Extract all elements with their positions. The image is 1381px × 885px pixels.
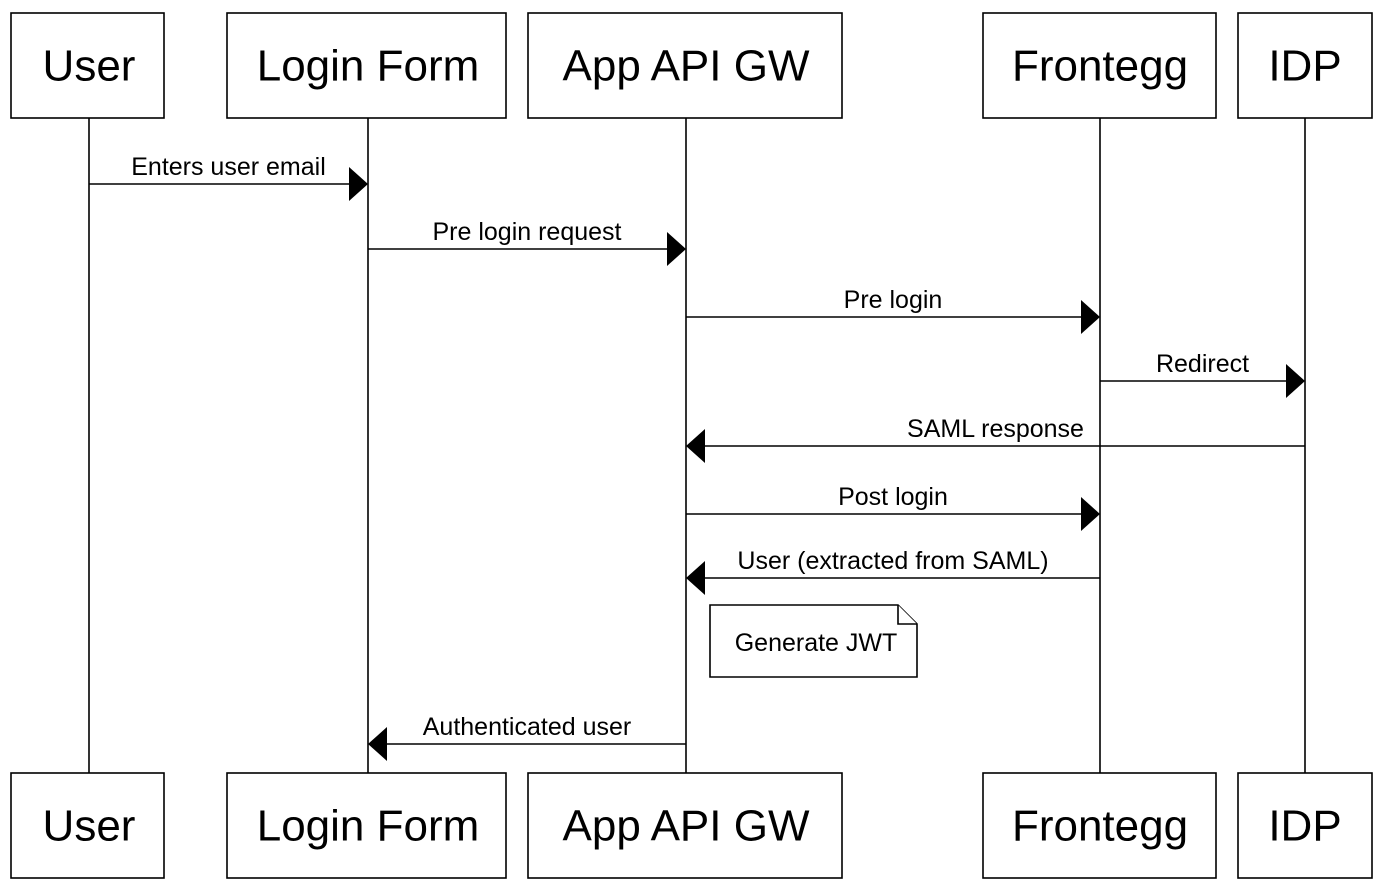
note-label: Generate JWT <box>735 629 898 657</box>
message-label: SAML response <box>907 415 1084 443</box>
message-arrow: Post login <box>686 483 1100 531</box>
participant-frontegg-top: Frontegg <box>982 12 1217 119</box>
participant-box-shape <box>982 772 1217 879</box>
participant-box-shape <box>10 772 165 879</box>
participant-user-top: User <box>10 12 165 119</box>
message-label: Pre login request <box>432 218 621 246</box>
message-arrow: Pre login request <box>368 218 686 266</box>
message-label: User (extracted from SAML) <box>737 547 1048 575</box>
participant-box-shape <box>1237 12 1373 119</box>
participant-label: App API GW <box>563 802 810 851</box>
message-arrow: Redirect <box>1100 350 1305 398</box>
message-arrow: Pre login <box>686 286 1100 334</box>
participant-box-shape <box>527 772 843 879</box>
participant-box-shape <box>1237 772 1373 879</box>
note-shape <box>709 604 918 678</box>
arrowhead-icon <box>349 167 368 201</box>
note-fold <box>897 605 917 625</box>
note: Generate JWT <box>709 604 918 678</box>
message-label: Post login <box>838 483 948 511</box>
arrowhead-icon <box>686 429 705 463</box>
participant-login-form-bottom: Login Form <box>226 772 507 879</box>
participant-app-api-gw-bottom: App API GW <box>527 772 843 879</box>
arrowhead-icon <box>667 232 686 266</box>
participant-frontegg-bottom: Frontegg <box>982 772 1217 879</box>
participant-label: IDP <box>1268 802 1341 851</box>
participant-label: App API GW <box>563 42 810 91</box>
participants-bottom: User Login Form App API GW Frontegg IDP <box>10 772 1373 879</box>
message-label: Authenticated user <box>423 713 631 741</box>
participant-label: IDP <box>1268 42 1341 91</box>
participant-idp-top: IDP <box>1237 12 1373 119</box>
arrowhead-icon <box>1081 497 1100 531</box>
message-arrow: Enters user email <box>89 153 368 201</box>
participant-box-shape <box>527 12 843 119</box>
participant-box-shape <box>982 12 1217 119</box>
participant-label: Login Form <box>257 802 480 851</box>
participant-label: User <box>43 802 136 851</box>
participant-box-shape <box>226 12 507 119</box>
participant-user-bottom: User <box>10 772 165 879</box>
message-arrow: User (extracted from SAML) <box>686 547 1100 595</box>
message-label: Enters user email <box>131 153 326 181</box>
message-label: Redirect <box>1156 350 1249 378</box>
arrowhead-icon <box>1081 300 1100 334</box>
participant-box-shape <box>226 772 507 879</box>
message-arrow: SAML response <box>686 415 1305 463</box>
participants-top: User Login Form App API GW Frontegg IDP <box>10 12 1373 119</box>
participant-label: Login Form <box>257 42 480 91</box>
participant-app-api-gw-top: App API GW <box>527 12 843 119</box>
participant-label: Frontegg <box>1012 42 1188 91</box>
participant-login-form-top: Login Form <box>226 12 507 119</box>
message-arrow: Authenticated user <box>368 713 686 761</box>
arrowhead-icon <box>686 561 705 595</box>
arrowhead-icon <box>1286 364 1305 398</box>
participant-label: Frontegg <box>1012 802 1188 851</box>
participant-box-shape <box>10 12 165 119</box>
participant-idp-bottom: IDP <box>1237 772 1373 879</box>
message-label: Pre login <box>844 286 943 314</box>
arrowhead-icon <box>368 727 387 761</box>
participant-label: User <box>43 42 136 91</box>
